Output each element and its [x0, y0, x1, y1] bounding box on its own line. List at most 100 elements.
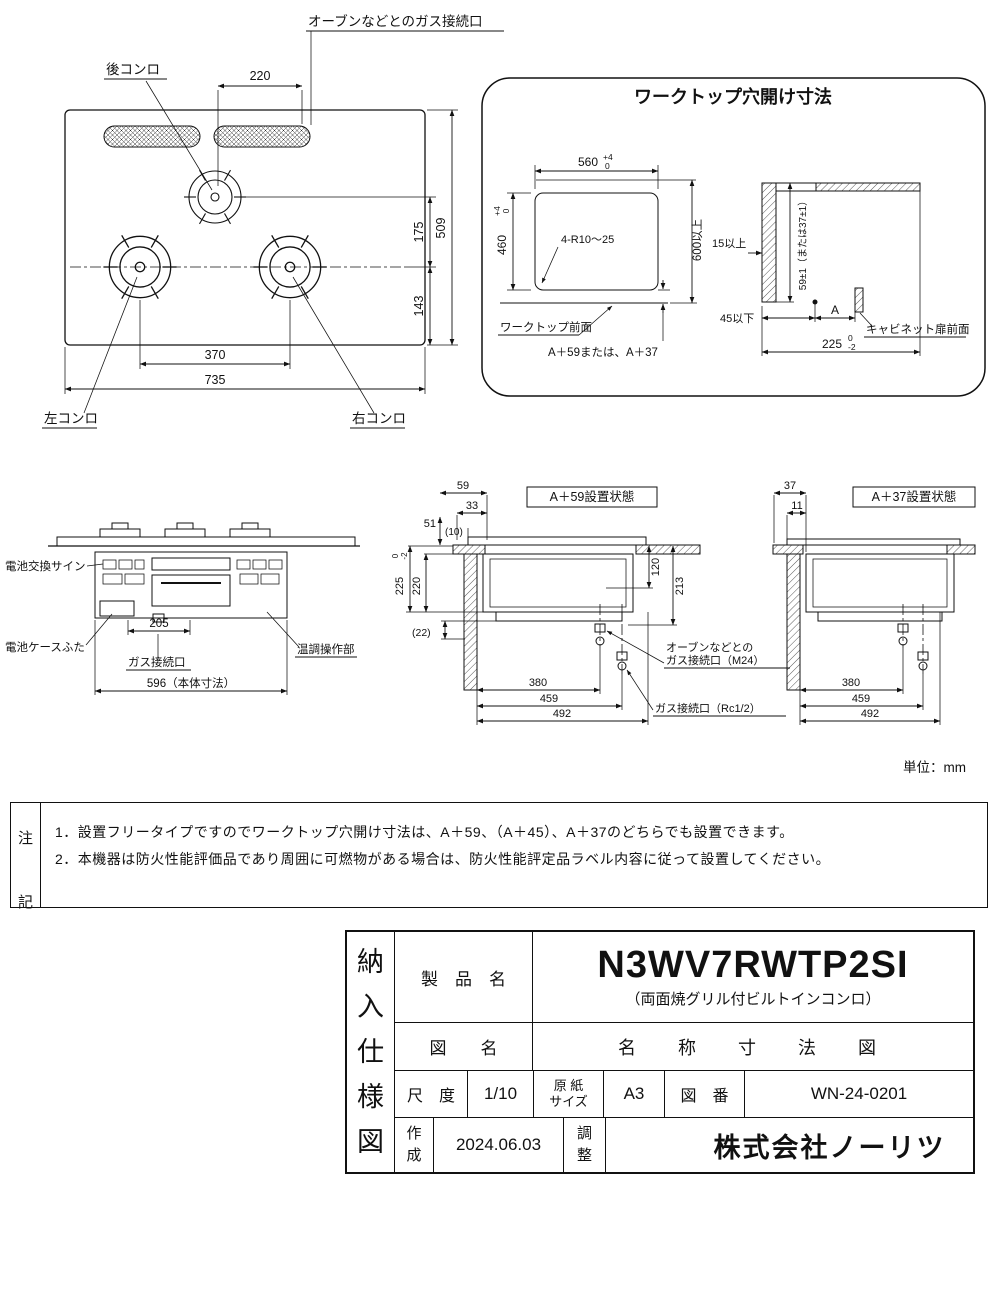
- a59-right-dims: [606, 545, 677, 626]
- dim-460: 460: [495, 235, 509, 255]
- drawing-no-value: WN-24-0201: [744, 1071, 973, 1117]
- a37-bottom-dims: [799, 612, 941, 725]
- notes-box: 注記 1．設置フリータイプですのでワークトップ穴開け寸法は、A＋59、（A＋45…: [10, 802, 988, 911]
- a59-top-dims: [437, 490, 488, 546]
- worktop-panel-title: ワークトップ穴開け寸法: [634, 86, 832, 107]
- a59-dim-22: (22): [412, 627, 431, 639]
- dim-143: 143: [412, 296, 426, 317]
- rear-burner: [183, 169, 247, 225]
- a59-worktop-left: [452, 544, 486, 555]
- left-burner-label: 左コンロ: [44, 411, 98, 426]
- a59-dim-459: 459: [540, 693, 558, 705]
- scale-value: 1/10: [467, 1071, 533, 1117]
- dim-560-tol-lower: 0: [605, 161, 610, 171]
- a-note-label: A＋59または、A＋37: [548, 346, 658, 359]
- dim-225: 225: [822, 337, 842, 351]
- corner-r-leader: [541, 246, 559, 284]
- cooktop-outline: [64, 109, 426, 346]
- a59-title-box: [526, 486, 658, 508]
- corner-r-label: 4-R10～25: [561, 234, 614, 246]
- doc-type-cell: 納入仕様図: [347, 932, 395, 1172]
- product-row: 製 品 名 N3WV7RWTP2SI （両面焼グリル付ビルトインコンロ）: [395, 932, 973, 1022]
- a59-cabinet-wall: [463, 553, 478, 691]
- paper-size-label: 原 紙 サイズ: [533, 1071, 603, 1117]
- front-view-dims: [94, 620, 288, 695]
- a59-title: A＋59設置状態: [550, 489, 635, 504]
- worktop-front-label: ワークトップ前面: [500, 320, 592, 334]
- a59-body-inner: [489, 558, 627, 608]
- product-subtitle: （両面焼グリル付ビルトインコンロ）: [625, 991, 881, 1008]
- worktop-dimension-lines: [510, 168, 695, 341]
- dim-205: 205: [149, 618, 168, 630]
- worktop-extension-lines: [507, 165, 697, 304]
- a37-side-view: A＋37設置状態 37 11: [772, 480, 976, 725]
- worktop-cutout-panel: ワークトップ穴開け寸法 560 +4 0 460 +4 0 4-R1: [481, 77, 986, 397]
- doc-type: 納入仕様図: [357, 946, 384, 1157]
- a37-flange: [786, 538, 961, 546]
- oven-gas-callout-line2: ガス接続口（M24）: [666, 653, 764, 667]
- a59-dim-225: 225: [394, 577, 406, 595]
- dim-15min: 15以上: [712, 237, 746, 250]
- paper-size-label-line2: サイズ: [549, 1094, 588, 1109]
- burner-profiles: [99, 522, 271, 538]
- note-line-1: 1．設置フリータイプですのでワークトップ穴開け寸法は、A＋59、（A＋45）、A…: [55, 824, 794, 840]
- dim-370: 370: [205, 348, 226, 362]
- a37-body-inner: [812, 558, 948, 608]
- a37-dim-492: 492: [861, 708, 879, 720]
- a59-dim-120: 120: [650, 558, 662, 576]
- drawing-name-label: 図 名: [429, 1039, 498, 1058]
- scale-row: 尺 度 1/10 原 紙 サイズ A3 図 番 WN-24-0201: [395, 1070, 973, 1117]
- drawing-name-row: 図 名 名 称 寸 法 図: [395, 1022, 973, 1070]
- a37-top-dims: [773, 490, 807, 552]
- scale-label: 尺 度: [406, 1088, 455, 1105]
- dim-460-tol-lower: 0: [501, 208, 511, 213]
- a37-title: A＋37設置状態: [872, 489, 957, 504]
- front-panel-controls: [99, 557, 283, 623]
- a59-body: [482, 553, 634, 613]
- a59-dim-33: 33: [466, 500, 478, 512]
- a59-dim-213: 213: [674, 577, 686, 595]
- note-line-2: 2．本機器は防火性能評価品であり周囲に可燃物がある場合は、防火性能評定品ラベル内…: [55, 851, 831, 867]
- notes-body: 1．設置フリータイプですのでワークトップ穴開け寸法は、A＋59、（A＋45）、A…: [41, 803, 987, 907]
- a37-title-box: [852, 486, 976, 508]
- top-view: オーブンなどとのガス接続口 後コンロ 左コンロ 右コンロ 220 175 143…: [42, 13, 504, 429]
- a59-bottom-tray: [495, 611, 623, 622]
- created-label-cell: 作成: [395, 1118, 433, 1172]
- a37-body: [805, 553, 955, 613]
- gas-inlet-label: ガス接続口: [128, 655, 186, 669]
- drawing-no-label: 図 番: [664, 1071, 744, 1117]
- a59-dim-220: 220: [411, 577, 423, 595]
- battery-cover-label: 電池ケースふた: [5, 641, 85, 654]
- dim-560-tol-upper: +4: [603, 152, 613, 162]
- paper-size-label-line1: 原 紙: [553, 1078, 584, 1093]
- dim-735: 735: [205, 373, 226, 387]
- title-block: 納入仕様図 製 品 名 N3WV7RWTP2SI （両面焼グリル付ビルトインコン…: [345, 930, 975, 1174]
- top-view-dimension-lines: [64, 83, 455, 392]
- a37-worktop-right: [946, 544, 976, 555]
- gas-port-callouts: [606, 630, 790, 717]
- paper-size-value: A3: [603, 1071, 664, 1117]
- top-view-extension-lines: [64, 90, 458, 394]
- top-view-leader-lines: [42, 30, 504, 429]
- dim-509: 509: [434, 218, 448, 239]
- a59-side-view: A＋59設置状態 59 33 51 (10): [391, 480, 790, 725]
- product-label: 製 品 名: [421, 969, 506, 989]
- grill-vent-right: [213, 125, 311, 148]
- a59-dim-225-tol-dn: -2: [400, 552, 409, 560]
- a59-worktop-right: [635, 544, 701, 555]
- a37-dim-11: 11: [791, 500, 802, 512]
- created-date: 2024.06.03: [433, 1118, 563, 1172]
- adjust-label: 調整: [576, 1125, 592, 1164]
- dim-45max: 45以下: [720, 313, 754, 325]
- top-plate-profile: [56, 536, 356, 547]
- a37-dim-380: 380: [842, 677, 860, 689]
- panel-border: [481, 77, 986, 397]
- cabinet-door-section: [854, 287, 864, 313]
- battery-sign-label: 電池交換サイン: [5, 559, 86, 573]
- dim-175: 175: [412, 222, 426, 243]
- adjust-label-cell: 調整: [563, 1118, 605, 1172]
- a59-dim-380: 380: [529, 677, 547, 689]
- technical-drawing: オーブンなどとのガス接続口 後コンロ 左コンロ 右コンロ 220 175 143…: [5, 13, 986, 775]
- notes-header: 注記: [17, 830, 33, 911]
- product-cell: N3WV7RWTP2SI （両面焼グリル付ビルトインコンロ）: [532, 932, 973, 1022]
